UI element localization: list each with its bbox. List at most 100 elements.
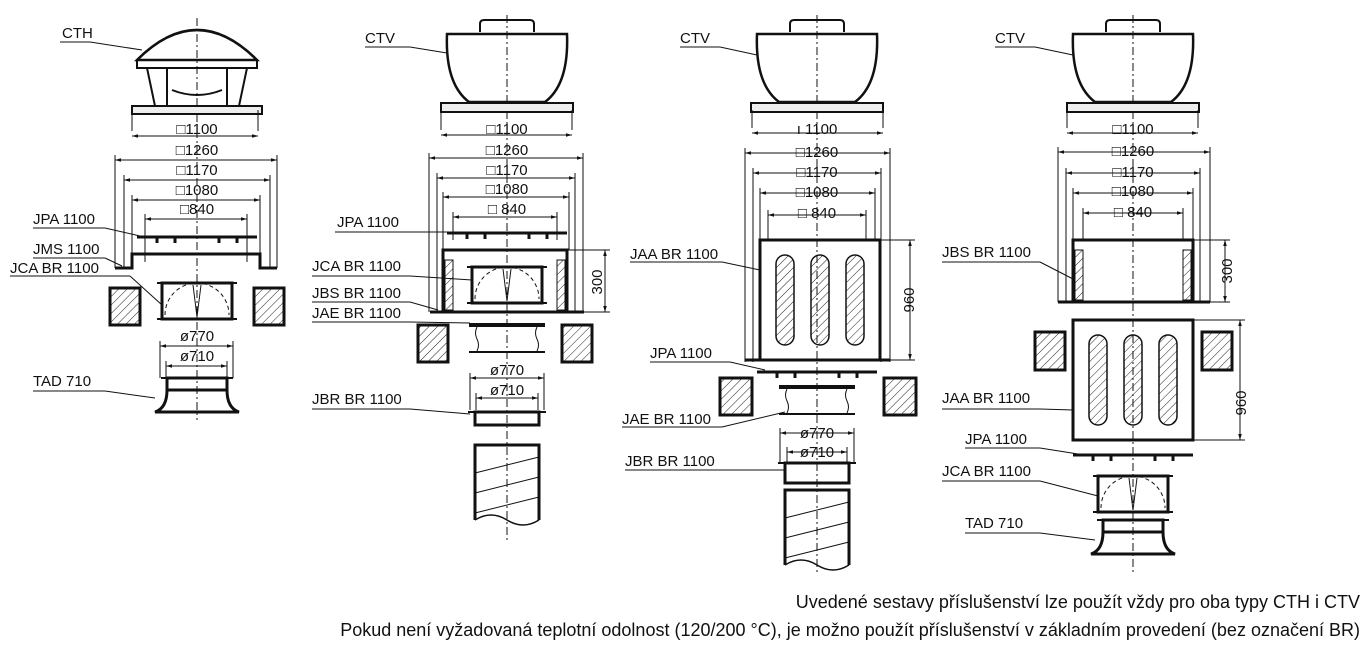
label-jpa: JPA 1100 [965, 431, 1027, 448]
duct-spiral [474, 476, 540, 494]
dim-1260: □1260 [176, 142, 218, 159]
duct-spiral [784, 501, 850, 519]
label-jpa: JPA 1100 [650, 345, 712, 362]
label-jbs: JBS BR 1100 [942, 244, 1031, 261]
dim-1260: □1260 [486, 142, 528, 159]
leader-line [409, 46, 448, 54]
dim-height-960: 960 [901, 287, 918, 312]
label-jaa: JAA BR 1100 [942, 390, 1030, 407]
leader-line [719, 46, 758, 56]
label-jbs: JBS BR 1100 [312, 285, 401, 302]
duct-spiral [784, 541, 850, 559]
dim-840: □ 840 [488, 201, 526, 218]
leader-line [1039, 261, 1076, 281]
mounting-base [1071, 238, 1195, 302]
leader-line [89, 41, 143, 51]
mounting-base [441, 248, 569, 312]
leader-line [409, 321, 471, 324]
adapter-cone [154, 389, 240, 414]
damper-flap-arc [1100, 475, 1166, 509]
attenuator-baffle [1088, 334, 1108, 426]
label-fan: CTV [995, 30, 1025, 47]
leader-line [409, 408, 471, 415]
label-jpa: JPA 1100 [33, 211, 95, 228]
insulation [444, 259, 454, 311]
fan-dome [133, 28, 261, 62]
attenuator-baffle [810, 254, 830, 346]
jms-frame [115, 252, 277, 270]
leader-line [1034, 46, 1074, 56]
attenuator-baffle [1158, 334, 1178, 426]
fan-base-plate [131, 105, 263, 115]
label-fan: CTV [680, 30, 710, 47]
leader-line [729, 361, 766, 371]
leader-line [104, 227, 141, 237]
wall-section [252, 286, 286, 327]
label-fan: CTV [365, 30, 395, 47]
label-jca: JCA BR 1100 [10, 260, 99, 277]
fan-struts [146, 67, 248, 107]
leader-line [1039, 408, 1074, 411]
wall-section [718, 376, 754, 417]
dim-710: ø710 [490, 382, 524, 399]
wall-section [108, 286, 142, 327]
label-jaa: JAA BR 1100 [630, 246, 718, 263]
wall-section [882, 376, 918, 417]
assembly-ctv-1: CTV □1100 □1260 □1170 □1080 □ 840 ø770 ø… [312, 30, 606, 408]
assembly-ctv-2: CTV ı 1100 □1260 □1170 □1080 □ 840 ø770 … [622, 30, 918, 470]
dim-1170: □1170 [1112, 164, 1153, 181]
label-jms: JMS 1100 [33, 241, 99, 258]
flex-connector-bellows [475, 326, 539, 352]
label-tad: TAD 710 [33, 373, 91, 390]
dim-1100: □1100 [1112, 121, 1153, 138]
dim-1260: □1260 [796, 144, 838, 161]
leader-line [721, 261, 761, 271]
fan-top-cap [479, 19, 535, 32]
dim-840: □ 840 [798, 205, 836, 222]
label-jbr: JBR BR 1100 [312, 391, 402, 408]
dim-1080: □1080 [176, 182, 218, 199]
dim-1100: □1100 [486, 121, 527, 138]
leader-line [409, 275, 473, 281]
dome-rim [136, 59, 258, 69]
dim-1080: □1080 [796, 184, 838, 201]
label-jae: JAE BR 1100 [622, 411, 711, 428]
label-jae: JAE BR 1100 [312, 305, 401, 322]
duct-break [784, 559, 850, 571]
insulation [556, 259, 566, 311]
label-tad: TAD 710 [965, 515, 1023, 532]
attenuator-baffle [1123, 334, 1143, 426]
note-temperature: Pokud není vyžadovaná teplotní odolnost … [340, 620, 1360, 640]
dim-1080: □1080 [486, 181, 528, 198]
dim-1100: □1100 [176, 121, 217, 138]
drawing-geometry [10, 15, 1245, 575]
dim-height-960: 960 [1233, 390, 1250, 415]
damper-flap-arc [474, 266, 540, 300]
duct-spiral [784, 521, 850, 539]
duct-break [474, 514, 540, 526]
flex-connector-bellows [785, 388, 849, 414]
dim-770: ø770 [800, 425, 834, 442]
leader-line [129, 275, 163, 306]
dim-710: ø710 [800, 444, 834, 461]
wall-section [560, 323, 594, 364]
dim-height-300: 300 [589, 269, 606, 294]
damper-flap [502, 268, 512, 302]
leader-line [104, 390, 156, 399]
attenuator-baffle [845, 254, 865, 346]
duct-spiral [474, 456, 540, 474]
dim-1100: ı 1100 [797, 121, 838, 138]
leader-line [1039, 480, 1099, 497]
dim-770: ø770 [490, 362, 524, 379]
dim-1170: □1170 [176, 162, 217, 179]
dim-1170: □1170 [486, 162, 527, 179]
insulation [1182, 249, 1192, 301]
dim-1260: □1260 [1112, 143, 1154, 160]
label-jca: JCA BR 1100 [942, 463, 1031, 480]
wall-section [1033, 330, 1067, 372]
duct-spiral [474, 496, 540, 514]
damper-flap [1128, 477, 1138, 511]
leader-line [1039, 532, 1096, 541]
assembly-ctv-3: CTV □1100 □1260 □1170 □1080 □ 840 300 96… [942, 30, 1250, 532]
